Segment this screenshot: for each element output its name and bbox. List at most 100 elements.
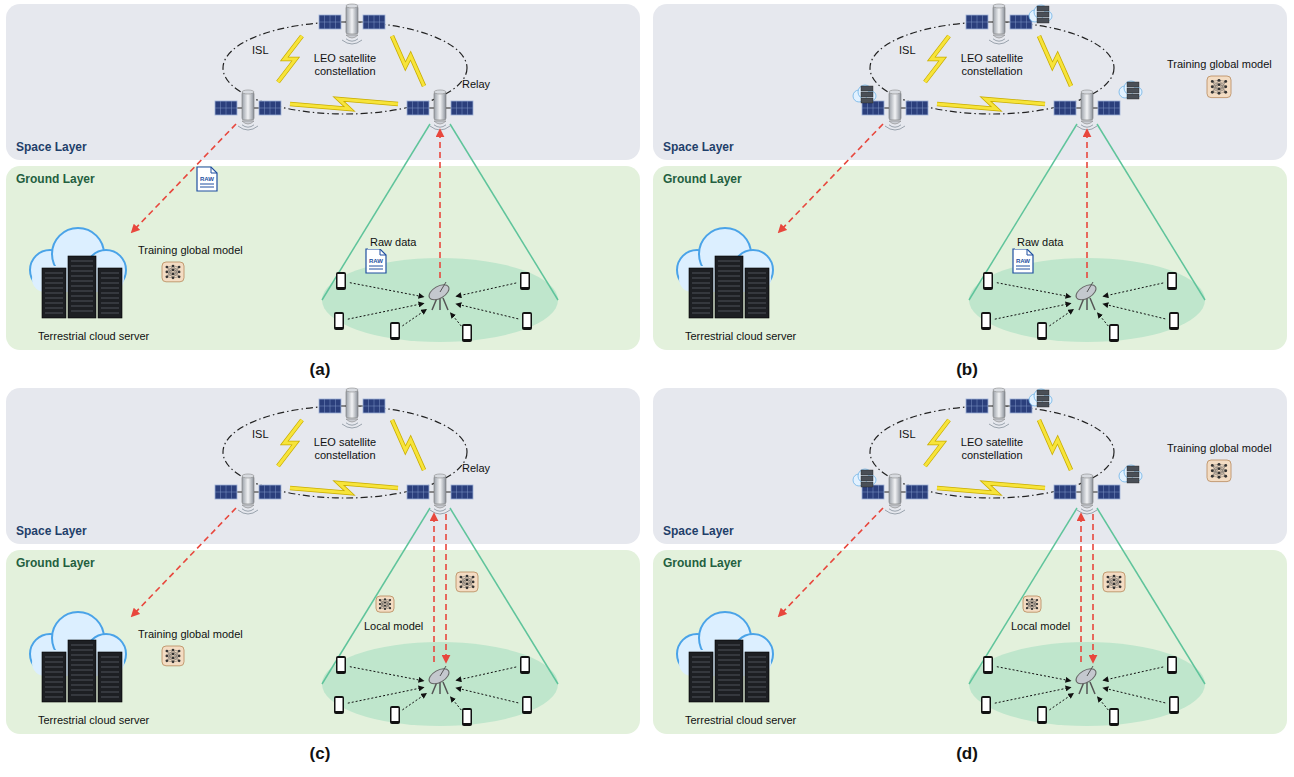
orbit bbox=[223, 22, 467, 114]
cloud-server-part bbox=[718, 685, 740, 686]
edge-server-icon bbox=[1119, 465, 1142, 483]
satellite-part bbox=[993, 35, 1005, 38]
model-icon bbox=[1207, 76, 1231, 98]
isl-label: ISL bbox=[252, 428, 269, 441]
data-flow-arrow bbox=[779, 124, 883, 232]
satellite bbox=[319, 388, 385, 428]
model-icon bbox=[456, 572, 478, 592]
local-model-label: Local model bbox=[362, 620, 425, 633]
isl-bolt bbox=[392, 420, 424, 470]
model-icon-part bbox=[384, 601, 386, 603]
model-icon-part bbox=[1211, 80, 1214, 83]
raw-icon-text: RAW bbox=[1013, 258, 1033, 265]
cloud-server-part bbox=[42, 268, 66, 318]
user-device-part bbox=[981, 312, 991, 330]
cloud-server-part bbox=[42, 652, 66, 702]
model-icon-part bbox=[166, 266, 169, 269]
cloud-server-part bbox=[718, 660, 740, 661]
satellite-part bbox=[346, 390, 358, 418]
model-icon-part bbox=[1211, 464, 1214, 467]
edge-server-icon-part bbox=[1037, 402, 1049, 407]
cloud-server-part bbox=[71, 695, 93, 696]
model-icon-part bbox=[172, 277, 175, 280]
satellite-part bbox=[215, 101, 237, 115]
satellite-part bbox=[259, 108, 281, 109]
model-icon-part bbox=[172, 269, 175, 272]
model-icon-part bbox=[1218, 476, 1221, 479]
satellite-part bbox=[237, 107, 242, 109]
satellite-part bbox=[966, 399, 988, 413]
isl-label: ISL bbox=[899, 44, 916, 57]
satellite-part bbox=[1054, 485, 1076, 499]
cloud-server-part bbox=[98, 268, 122, 318]
model-icon-part bbox=[466, 583, 469, 586]
user-device bbox=[522, 696, 532, 714]
satellite-part bbox=[906, 108, 928, 109]
user-device-part bbox=[392, 708, 399, 721]
model-icon-part bbox=[460, 576, 463, 579]
satellite-part bbox=[242, 121, 254, 124]
model-icon-part bbox=[1224, 469, 1227, 472]
raw-file-icon-part bbox=[200, 187, 214, 188]
satellite-part bbox=[215, 485, 237, 499]
isl-bolt bbox=[1039, 36, 1071, 86]
constellation-label: LEO satellite constellation bbox=[946, 52, 1038, 78]
user-device-part bbox=[983, 656, 993, 674]
cloud-server-part bbox=[68, 640, 96, 702]
isl-bolt bbox=[937, 483, 1045, 493]
uplink-arrow bbox=[457, 688, 519, 703]
satellite-part bbox=[346, 6, 358, 34]
cloud-server-part bbox=[718, 281, 740, 282]
raw-file-icon-part bbox=[1013, 249, 1033, 273]
satellite-part bbox=[1081, 474, 1093, 478]
satellite-part bbox=[237, 491, 242, 493]
user-device bbox=[1109, 324, 1119, 342]
uplink-arrow bbox=[995, 687, 1071, 703]
uplink-arrow bbox=[1104, 304, 1166, 319]
uplink-arrow bbox=[451, 313, 462, 326]
data-flow-arrow bbox=[1086, 130, 1088, 278]
model-icon-part bbox=[1218, 463, 1221, 466]
satellite-part bbox=[446, 107, 451, 109]
satellite-part bbox=[242, 505, 254, 508]
cloud-server-part bbox=[71, 685, 93, 686]
model-icon-part bbox=[456, 572, 478, 592]
user-device bbox=[983, 272, 993, 290]
coverage-area bbox=[322, 258, 558, 342]
training-label: Training global model bbox=[138, 244, 243, 257]
satellite-part bbox=[885, 510, 905, 514]
satellite bbox=[319, 4, 385, 44]
satellite-part bbox=[434, 474, 446, 478]
cloud-server-part bbox=[71, 306, 93, 307]
satellite-part bbox=[429, 107, 434, 109]
ground-station-dish-part bbox=[440, 282, 446, 292]
user-device-part bbox=[1169, 696, 1179, 714]
cloud-server-part bbox=[748, 313, 766, 314]
user-device-part bbox=[1109, 708, 1119, 726]
satellite-part bbox=[966, 15, 988, 29]
satellite bbox=[215, 90, 281, 130]
user-device-part bbox=[1167, 272, 1177, 290]
satellite-part bbox=[242, 474, 254, 478]
cloud-server-part bbox=[45, 278, 63, 279]
satellite-part bbox=[889, 125, 901, 127]
satellite bbox=[215, 474, 281, 514]
isl-bolt bbox=[290, 99, 398, 109]
model-icon-part bbox=[178, 655, 181, 658]
model-icon-part bbox=[1107, 586, 1110, 589]
model-icon-part bbox=[466, 587, 469, 590]
satellite bbox=[1054, 90, 1120, 130]
cloud-server-part bbox=[45, 667, 63, 668]
model-icon-part bbox=[166, 271, 169, 274]
satellite bbox=[966, 4, 1032, 44]
cloud-server-part bbox=[101, 278, 119, 279]
model-icon-part bbox=[1107, 581, 1110, 584]
satellite-part bbox=[1081, 125, 1093, 127]
satellite-part bbox=[966, 22, 988, 23]
cloud-server-part bbox=[748, 283, 766, 284]
server-label: Terrestrial cloud server bbox=[38, 330, 149, 343]
model-icon-part bbox=[1224, 475, 1227, 478]
raw-data-label: Raw data bbox=[368, 236, 418, 249]
cloud-server-part bbox=[101, 672, 119, 673]
cloud-server-part bbox=[101, 308, 119, 309]
